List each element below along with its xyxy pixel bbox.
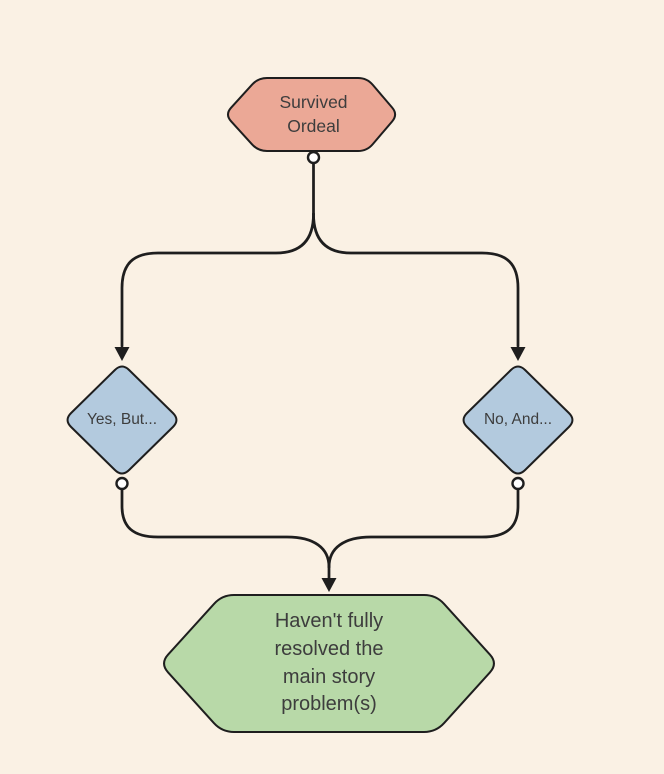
edges-layer <box>114 161 526 592</box>
nodes-layer <box>66 77 574 733</box>
node-havent-fully-resolved[interactable] <box>163 594 495 733</box>
node-survived-ordeal[interactable] <box>227 77 397 152</box>
arrowhead-yes-but <box>114 347 130 361</box>
node-no-and[interactable] <box>462 365 574 475</box>
edge-survived-to-no-and[interactable] <box>312 212 520 348</box>
edge-no-and-to-resolved[interactable] <box>327 487 520 569</box>
arrowhead-no-and <box>510 347 526 361</box>
connector-port-survived <box>306 150 321 165</box>
edge-survived-to-yes-but[interactable] <box>120 212 315 348</box>
node-yes-but[interactable] <box>66 365 178 475</box>
edge-yes-but-to-resolved[interactable] <box>120 487 331 569</box>
connector-port-yes-but <box>115 476 129 491</box>
ports-layer <box>115 150 525 491</box>
arrowhead-resolved <box>321 578 337 592</box>
connector-port-no-and <box>511 476 525 491</box>
